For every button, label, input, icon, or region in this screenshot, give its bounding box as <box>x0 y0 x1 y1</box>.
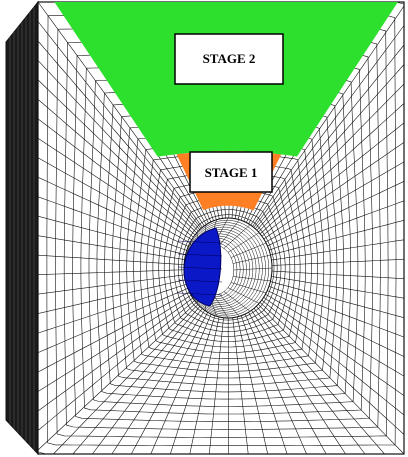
mesh-radial-line <box>111 310 205 455</box>
stage-1-label: STAGE 1 <box>205 165 258 180</box>
tunnel-lining-line <box>213 294 229 319</box>
mesh-radial-line <box>92 308 203 455</box>
excavation-face-mesh-line <box>177 240 223 244</box>
tunnel-lining-line <box>233 254 271 264</box>
mesh-radial-line <box>248 312 327 455</box>
mesh-ring-line <box>178 209 278 324</box>
tunnel-lining-line <box>223 224 251 249</box>
mesh-radial-line <box>259 302 405 435</box>
mesh-radial-line <box>271 239 405 261</box>
tunnel-lining-line <box>233 267 273 271</box>
tunnel-lining-line <box>223 291 251 312</box>
stage-2-label-box: STAGE 2 <box>174 33 284 85</box>
mesh-radial-line <box>232 317 249 455</box>
stage-2-label: STAGE 2 <box>203 51 256 66</box>
mesh-radial-line <box>37 291 190 373</box>
tunnel-lining-line <box>218 293 240 317</box>
mesh-radial-line <box>37 274 185 295</box>
mesh-radial-line <box>37 254 185 265</box>
mesh-radial-line <box>53 304 199 455</box>
mesh-radial-line <box>271 270 405 279</box>
mesh-radial-line <box>37 157 191 244</box>
mesh-radial-line <box>37 269 184 275</box>
excavation-face-mesh-line <box>177 266 223 270</box>
stage-1-label-box: STAGE 1 <box>189 151 273 193</box>
left-side-face <box>5 0 39 456</box>
mesh-radial-line <box>236 316 268 455</box>
tunnel-lining-line <box>233 276 271 282</box>
mesh-radial-line <box>253 308 366 455</box>
mesh-ring-line <box>181 214 275 321</box>
excavation-face-mesh-line <box>177 279 223 283</box>
mesh-radial-line <box>256 306 385 455</box>
mesh-radial-line <box>72 306 201 455</box>
excavation-face <box>183 227 222 307</box>
tunnel-lining-line <box>227 287 260 304</box>
tunnel-lining-line <box>218 219 240 247</box>
tunnel-lining-line <box>227 232 260 253</box>
mesh-radial-line <box>208 317 224 455</box>
tunnel-lining-line <box>231 242 267 258</box>
mesh-radial-line <box>37 215 186 256</box>
excavation-face-mesh-line <box>177 292 223 296</box>
mesh-radial-line <box>265 161 405 243</box>
tunnel-opening <box>177 217 273 319</box>
tunnel-lining-line <box>231 282 267 294</box>
mesh-radial-line <box>261 299 405 416</box>
excavation-face-mesh-line <box>177 253 223 257</box>
mesh-radial-line <box>271 258 405 266</box>
mesh-radial-line <box>227 318 229 454</box>
mesh-radial-line <box>37 235 185 260</box>
mesh-radial-line <box>251 310 346 455</box>
